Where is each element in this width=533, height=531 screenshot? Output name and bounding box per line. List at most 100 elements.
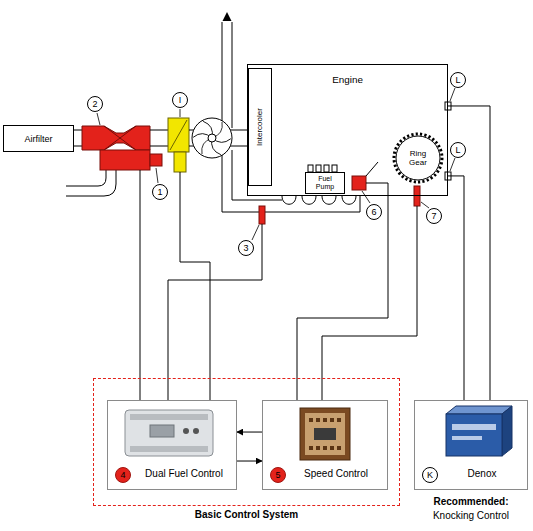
board-pin (330, 418, 334, 422)
connector-strip (130, 414, 208, 420)
gas-mixer (100, 150, 150, 170)
board-pin (330, 446, 334, 450)
board-pin (323, 446, 327, 450)
connector (237, 432, 262, 433)
callout-number: 4 (115, 467, 131, 483)
note-text: Knocking Control (414, 510, 528, 521)
board-pin (309, 446, 313, 450)
pump-element (324, 165, 329, 172)
box-label: Dual Fuel Control (134, 468, 234, 480)
callout-number: L (450, 72, 466, 88)
leader-line (450, 158, 455, 171)
callout-number: I (172, 92, 188, 108)
mixer-actuator (150, 154, 162, 166)
turbocharger (192, 118, 232, 158)
board-pin (309, 418, 313, 422)
fuel-actuator (352, 176, 366, 190)
gas-pipe (66, 170, 106, 186)
callout-number: K (422, 467, 438, 483)
charge-pipe (230, 146, 248, 147)
exhaust-port (302, 196, 316, 204)
leader-line (180, 109, 181, 117)
gear-teeth (394, 134, 442, 182)
pump-element (308, 165, 313, 172)
leader-line (97, 113, 100, 125)
leader-line (362, 191, 370, 203)
fuel-pump-box: Fuel Pump (305, 172, 345, 194)
callout-number: 1 (152, 184, 168, 200)
box-label: Airfilter (4, 133, 73, 143)
exhaust-port (342, 196, 356, 204)
intercooler-box: Intercooler (248, 68, 272, 186)
valve-flap (170, 120, 187, 150)
exhaust-port (282, 196, 296, 204)
connector-strip (130, 446, 208, 452)
box-label: Speed Control (289, 468, 383, 480)
leader-line (156, 168, 158, 183)
signal-wire (168, 224, 262, 400)
callout-number: 6 (366, 204, 382, 220)
callout-number: 7 (426, 208, 442, 224)
callout-number: 3 (238, 240, 254, 256)
callout-number: 5 (270, 467, 286, 483)
board-pin (316, 418, 320, 422)
turbo-hub (208, 134, 216, 142)
leader-line (421, 202, 429, 208)
valve-actuator (174, 152, 186, 172)
board-face (305, 413, 345, 455)
leader-line (252, 225, 259, 240)
engine-box: EngineIntercoolerFuel Pump Ring Gear (247, 64, 448, 196)
board-chip (314, 428, 336, 440)
actuator-lever (366, 162, 378, 176)
speed-pickup (414, 186, 420, 206)
speed-board-picture (300, 408, 350, 460)
exhaust-pipe (232, 22, 233, 128)
connector (237, 461, 262, 462)
callout-number: L (450, 142, 466, 158)
signal-wire (140, 170, 141, 400)
signal-wire (297, 183, 388, 400)
controller-box: KDenox (414, 400, 528, 490)
controller-box: 5Speed Control (262, 400, 388, 490)
exhaust-manifold (222, 150, 360, 212)
airfilter-box: Airfilter (3, 125, 74, 152)
pump-element (332, 165, 337, 172)
control-system-group: Basic Control System4Dual Fuel Control5S… (93, 378, 400, 506)
intake-pipe (150, 130, 168, 131)
box-label: Engine (248, 74, 447, 85)
mixer-line (104, 126, 136, 150)
pressure-sensor (259, 206, 265, 224)
board-pin (337, 418, 341, 422)
connector (448, 106, 490, 400)
controller-display (150, 425, 174, 437)
exhaust-port (322, 196, 336, 204)
intake-pipe (150, 146, 168, 147)
denox-strip (452, 436, 482, 440)
box-label: Fuel Pump (312, 175, 338, 191)
box-label: Denox (441, 468, 523, 480)
throttle-valve (168, 118, 189, 152)
denox-picture (446, 414, 502, 456)
board-pin (323, 418, 327, 422)
mixer-line (104, 126, 136, 150)
controller-picture (125, 410, 213, 456)
gas-pipe (66, 170, 116, 196)
board-pin (316, 446, 320, 450)
signal-wire (322, 206, 417, 400)
gas-mixer (82, 126, 150, 150)
gear-label: Ring Gear (403, 149, 433, 167)
denox-picture (446, 406, 512, 414)
exhaust-pipe (222, 22, 223, 128)
box-label: Intercooler (255, 108, 264, 146)
board-pin (337, 446, 341, 450)
connector (448, 176, 464, 400)
flow-arrow (223, 12, 232, 21)
charge-pipe (230, 130, 248, 131)
denox-picture (502, 406, 512, 456)
controller-button (183, 428, 189, 434)
group-heading: Basic Control System (94, 509, 399, 521)
callout-number: 2 (87, 96, 103, 112)
pump-element (316, 165, 321, 172)
signal-wire (180, 172, 210, 400)
controller-button (193, 428, 199, 434)
